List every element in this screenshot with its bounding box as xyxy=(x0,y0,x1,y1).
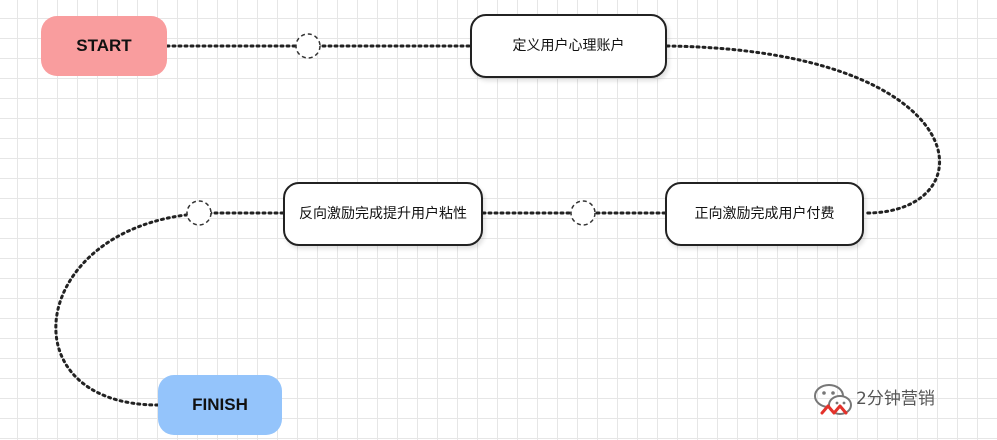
step3-label: 反向激励完成提升用户粘性 xyxy=(299,206,467,222)
waypoint-circle xyxy=(186,200,212,226)
finish-node[interactable]: FINISH xyxy=(158,375,282,435)
start-node[interactable]: START xyxy=(41,16,167,76)
finish-label: FINISH xyxy=(192,395,248,414)
step1-label: 定义用户心理账户 xyxy=(512,38,625,54)
step-define-mental-account[interactable]: 定义用户心理账户 xyxy=(470,14,667,78)
step-negative-incentive[interactable]: 反向激励完成提升用户粘性 xyxy=(283,182,483,246)
watermark-text: 2分钟营销 xyxy=(856,389,935,409)
step2-label: 正向激励完成用户付费 xyxy=(694,206,835,222)
watermark: 2分钟营销 xyxy=(812,380,992,436)
wechat-logo-icon xyxy=(814,384,852,415)
step-positive-incentive[interactable]: 正向激励完成用户付费 xyxy=(665,182,864,246)
waypoint-circle xyxy=(295,33,321,59)
connector-step3-finish xyxy=(54,211,285,407)
start-label: START xyxy=(76,36,132,55)
waypoint-circle xyxy=(570,200,596,226)
connector-step1-step2 xyxy=(665,44,941,215)
